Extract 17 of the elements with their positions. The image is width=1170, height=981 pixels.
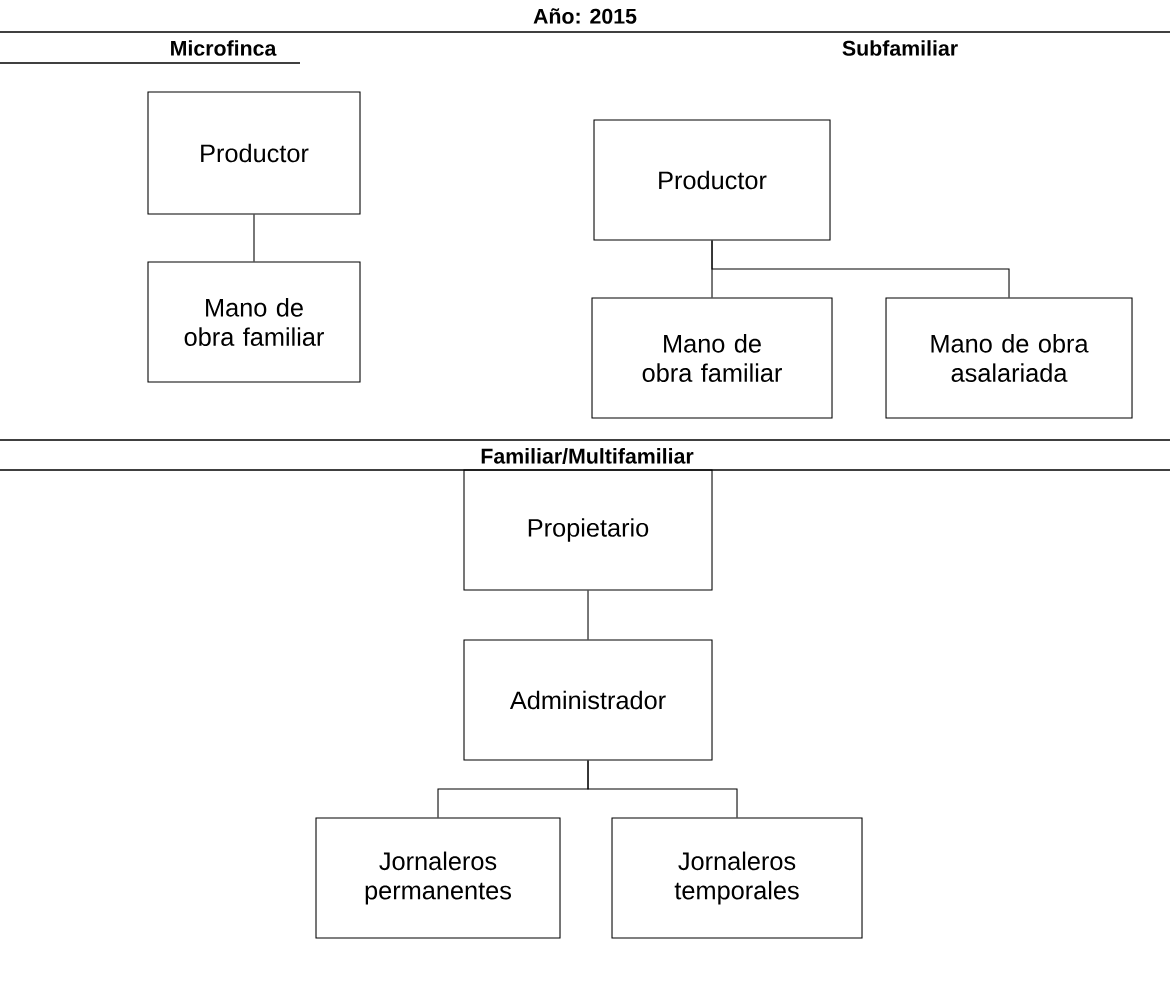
role-box: Administrador bbox=[463, 639, 713, 761]
role-box: Mano de obra asalariada bbox=[885, 297, 1133, 419]
role-box: Mano de obra familiar bbox=[591, 297, 833, 419]
connector-line bbox=[711, 240, 1010, 298]
connector-line bbox=[587, 590, 589, 640]
role-box: Mano de obra familiar bbox=[147, 261, 361, 383]
role-box: Jornaleros permanentes bbox=[315, 817, 561, 939]
role-box: Jornaleros temporales bbox=[611, 817, 863, 939]
column-heading: Microfinca bbox=[171, 40, 277, 56]
connector-line bbox=[587, 760, 738, 818]
role-box: Productor bbox=[593, 119, 831, 241]
title: Año: 2015 bbox=[533, 8, 637, 24]
role-box: Propietario bbox=[463, 469, 713, 591]
column-heading: Subfamiliar bbox=[842, 40, 958, 56]
role-box: Productor bbox=[147, 91, 361, 215]
connector-line bbox=[253, 214, 255, 262]
column-heading: Familiar/Multifamiliar bbox=[481, 448, 694, 464]
